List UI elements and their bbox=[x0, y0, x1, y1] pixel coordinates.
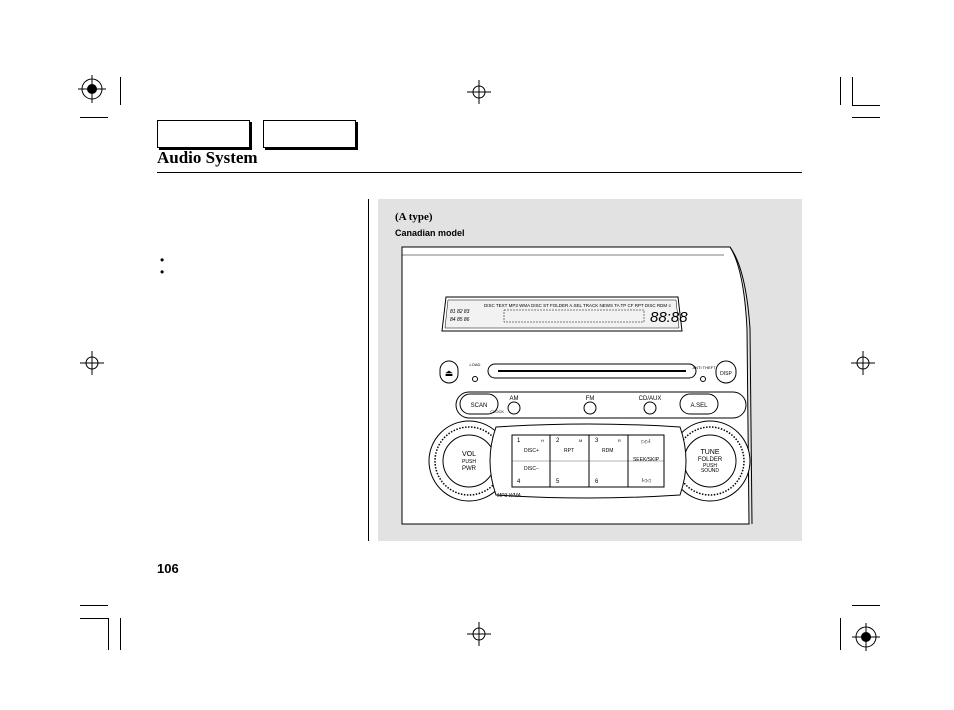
registration-target-top-left bbox=[78, 75, 106, 103]
seek-down-icon: I◁◁ bbox=[641, 478, 650, 484]
cd-aux-label: CD/AUX bbox=[639, 396, 662, 402]
bullet-item: • bbox=[160, 265, 165, 279]
radio-display: DISC TEXT MP3 WMA DISC ST FOLDER A.SEL T… bbox=[441, 296, 688, 332]
preset-panel: 1 H DISC+ 2 M RPT 3 R RDM DISC− 4 5 6 ▷▷… bbox=[489, 423, 687, 499]
knob-push-label: PUSH bbox=[703, 463, 717, 469]
pwr-label: PWR bbox=[462, 466, 477, 472]
figure-model-label: Canadian model bbox=[395, 228, 465, 238]
clock-label: CLOCK bbox=[490, 409, 504, 414]
fm-label: FM bbox=[586, 396, 595, 402]
column-divider bbox=[368, 199, 369, 541]
preset-4-func: DISC− bbox=[524, 466, 539, 472]
vol-label: VOL bbox=[462, 451, 476, 458]
crosshair-left bbox=[80, 351, 104, 375]
display-indicators: DISC TEXT MP3 WMA DISC ST FOLDER A.SEL T… bbox=[484, 303, 671, 308]
preset-5: 5 bbox=[556, 479, 560, 485]
crosshair-top bbox=[467, 80, 491, 104]
radio-illustration: DISC TEXT MP3 WMA DISC ST FOLDER A.SEL T… bbox=[401, 246, 753, 525]
preset-3: 3 bbox=[595, 438, 599, 444]
scan-button: SCAN bbox=[471, 403, 488, 409]
preset-1: 1 bbox=[517, 438, 521, 444]
format-label: MP3 WMA bbox=[497, 493, 522, 499]
preset-2-func: RPT bbox=[564, 448, 574, 454]
preset-1-func: DISC+ bbox=[524, 448, 539, 454]
display-small-top: 81 82 83 bbox=[450, 309, 470, 315]
header-tab-1[interactable] bbox=[157, 120, 250, 148]
section-title: Audio System bbox=[157, 148, 258, 167]
push-label: PUSH bbox=[462, 459, 476, 465]
bullet-item: • bbox=[160, 253, 165, 267]
disp-button: DISP bbox=[720, 371, 732, 377]
preset-3-func: RDM bbox=[602, 448, 613, 454]
volume-knob: VOL PUSH PWR bbox=[428, 420, 510, 502]
registration-target-bottom-right bbox=[852, 623, 880, 651]
anti-theft-label: ANTI THEFT bbox=[692, 365, 716, 370]
folder-label: FOLDER bbox=[698, 457, 723, 463]
crosshair-bottom bbox=[467, 622, 491, 646]
preset-2: 2 bbox=[556, 438, 560, 444]
preset-6: 6 bbox=[595, 479, 599, 485]
seek-up-icon: ▷▷I bbox=[641, 439, 650, 445]
preset-3-sub: R bbox=[618, 438, 621, 443]
header-tab-2[interactable] bbox=[263, 120, 356, 148]
load-label: LOAD bbox=[470, 362, 481, 367]
cd-slot-row: ⏏ LOAD ANTI THEFT DISP bbox=[439, 360, 737, 384]
preset-4: 4 bbox=[517, 479, 521, 485]
title-rule bbox=[157, 172, 802, 173]
seek-skip-label: SEEK/SKIP bbox=[633, 457, 660, 463]
sound-label: SOUND bbox=[701, 468, 719, 474]
tune-knob: TUNE FOLDER PUSH SOUND bbox=[669, 420, 751, 502]
eject-button: ⏏ bbox=[445, 368, 454, 378]
page-number: 106 bbox=[157, 561, 179, 576]
crosshair-right bbox=[851, 351, 875, 375]
display-segments: 88:88 bbox=[650, 309, 688, 326]
display-small-bottom: 84 85 86 bbox=[450, 317, 470, 323]
mode-button-row: SCAN AM CLOCK FM CD/AUX A.SEL bbox=[455, 391, 747, 419]
am-label: AM bbox=[510, 396, 519, 402]
tune-label: TUNE bbox=[700, 449, 719, 456]
preset-1-sub: H bbox=[541, 438, 544, 443]
figure-caption: (A type) bbox=[395, 211, 433, 223]
a-sel-button: A.SEL bbox=[690, 403, 708, 409]
preset-2-sub: M bbox=[579, 438, 582, 443]
